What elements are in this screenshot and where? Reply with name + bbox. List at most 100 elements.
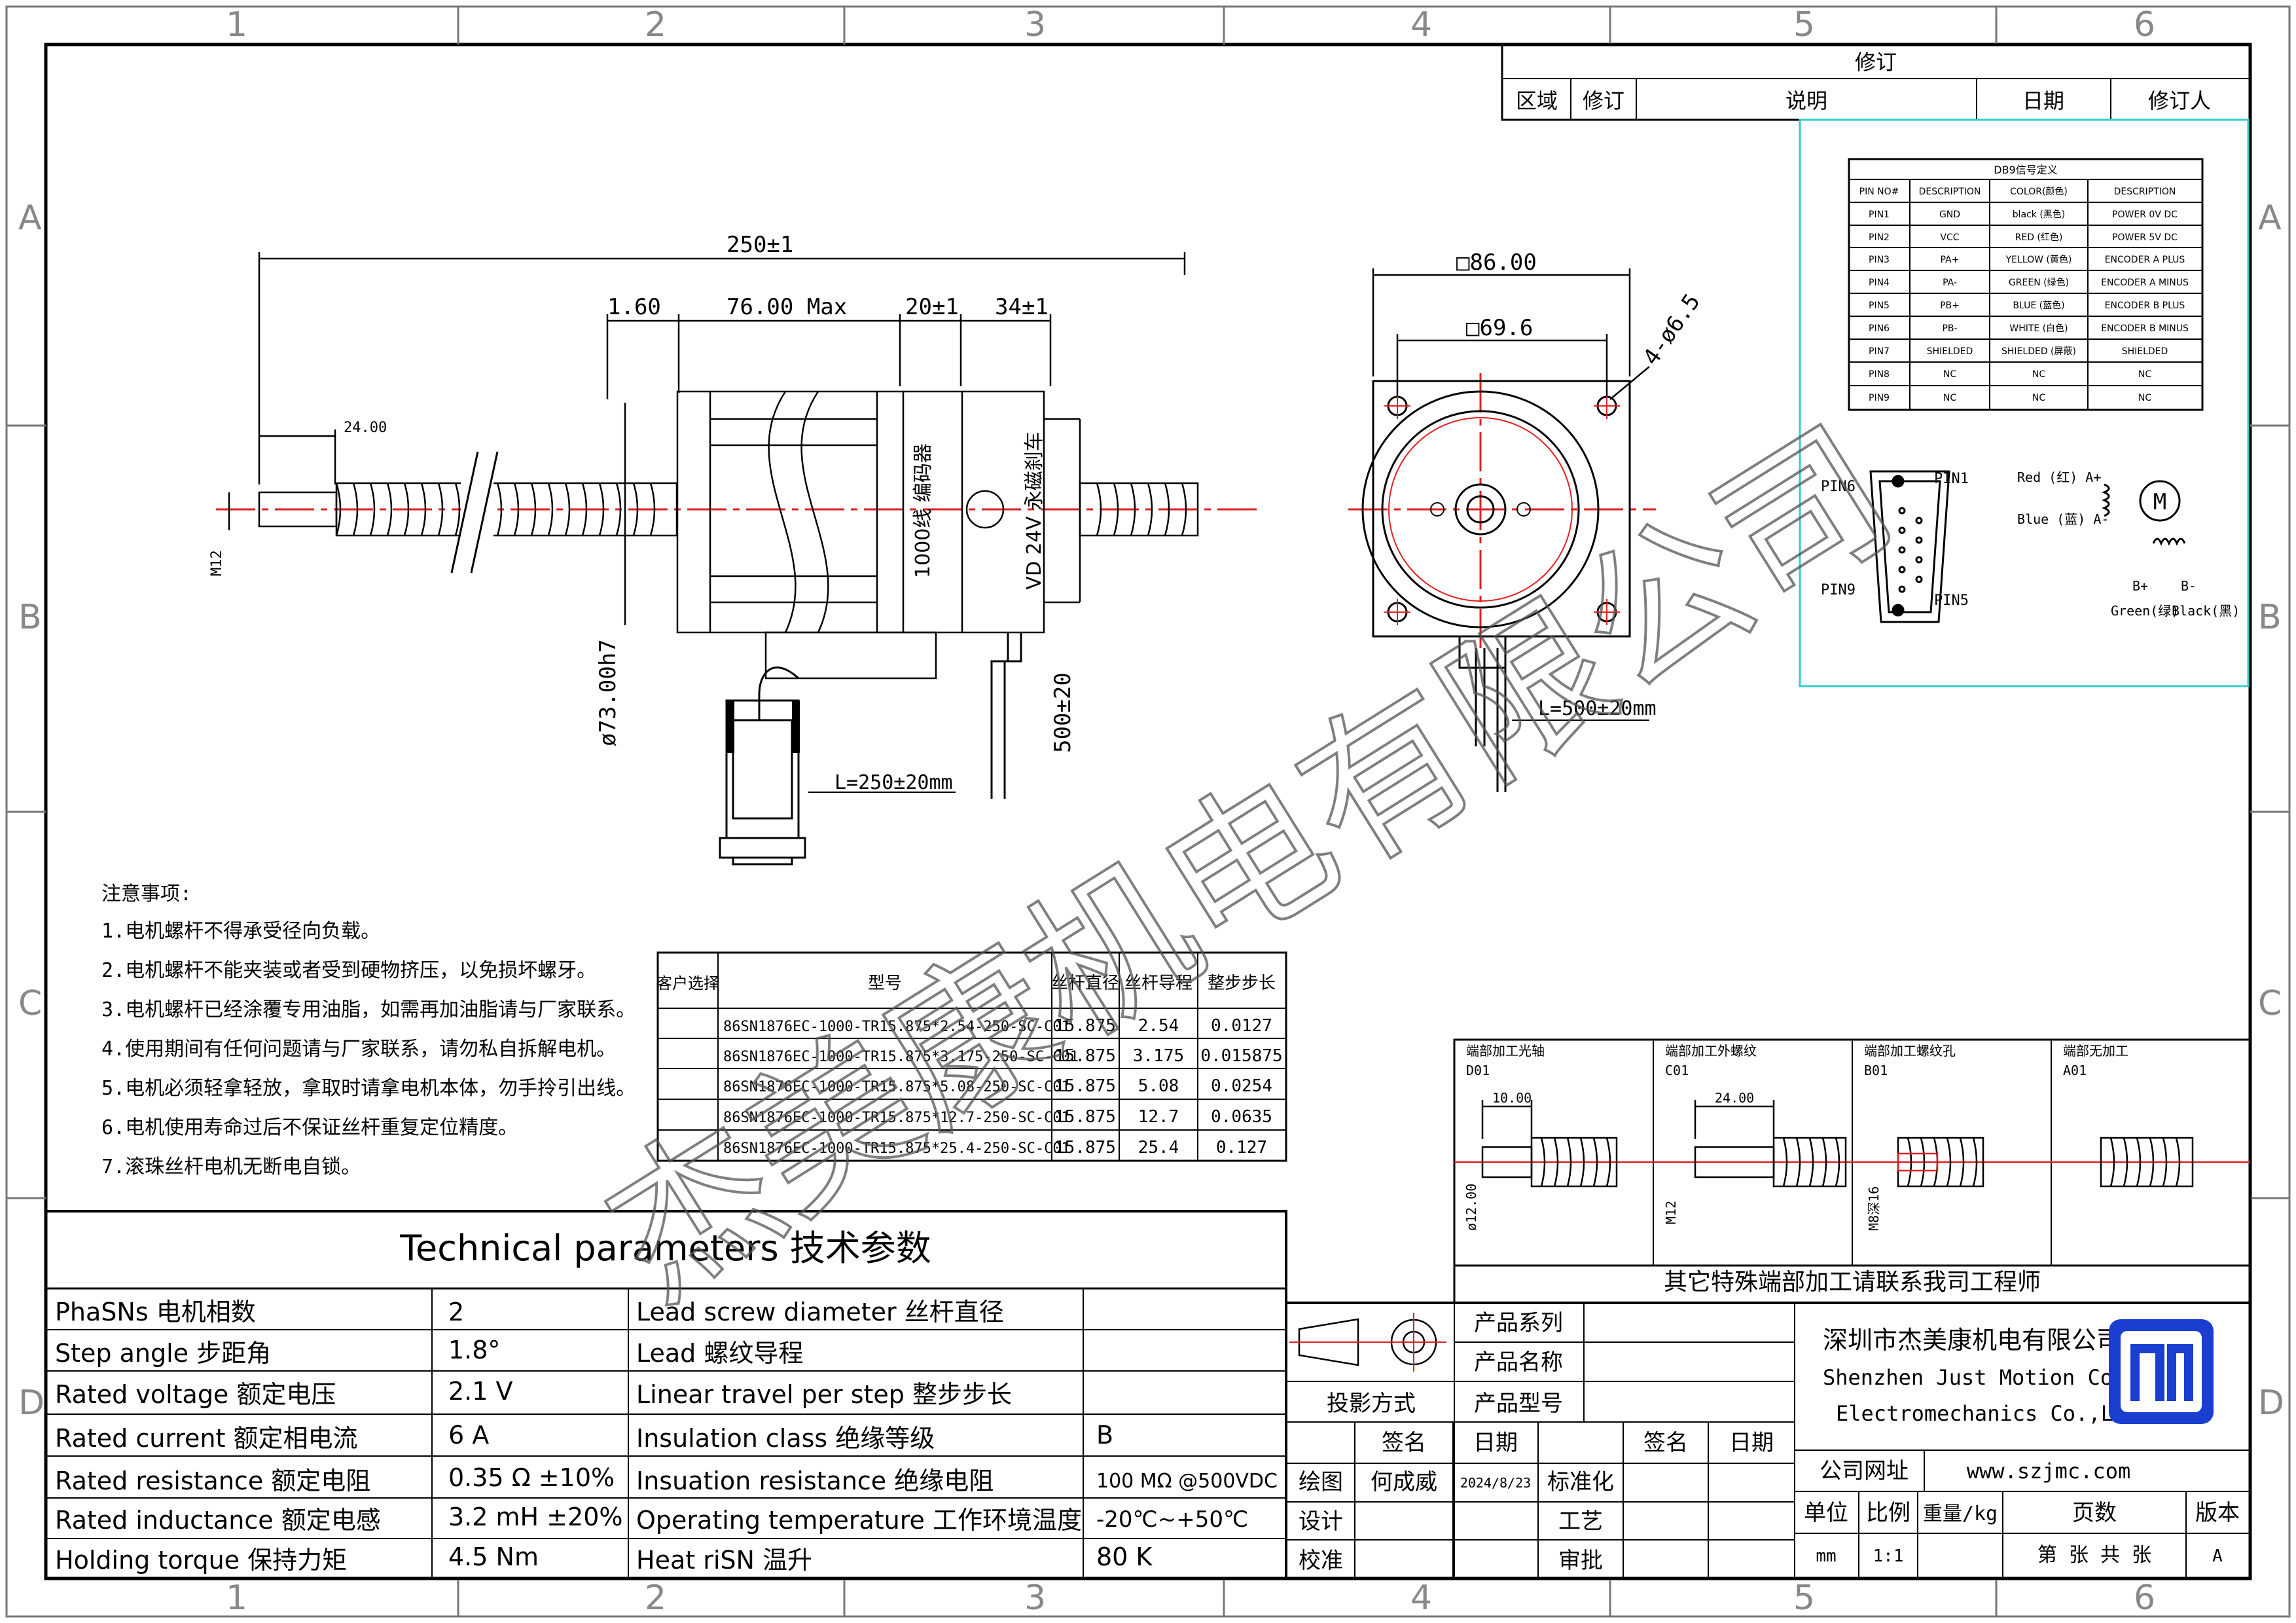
tech-value: 100 MΩ @500VDC bbox=[1096, 1470, 1278, 1493]
db9-cell: POWER 5V DC bbox=[2112, 232, 2178, 243]
tech-param: Lead 螺纹导程 bbox=[636, 1339, 803, 1368]
model-cell: 15.875 bbox=[1054, 1107, 1116, 1127]
model-cell: 15.875 bbox=[1054, 1138, 1116, 1158]
tb-label: 比例 bbox=[1866, 1500, 1910, 1526]
tech-value: 2.1 V bbox=[448, 1377, 513, 1406]
wire-label: Red (红) A+ bbox=[2017, 469, 2101, 485]
model-cell: 2.54 bbox=[1138, 1016, 1179, 1036]
zone-ticks bbox=[7, 7, 2289, 1616]
note-item: 2.电机螺杆不能夹装或者受到硬物挤压，以免损坏螺牙。 bbox=[101, 959, 596, 982]
db9-plug-icon bbox=[719, 699, 806, 866]
model-cell: 15.875 bbox=[1054, 1076, 1116, 1096]
db9-cell: SHIELDED (屏蔽) bbox=[2001, 346, 2076, 357]
db9-cell: PIN7 bbox=[1869, 346, 1890, 357]
model-cell: 0.0127 bbox=[1211, 1016, 1272, 1036]
tech-param: Insuation resistance 绝缘电阻 bbox=[636, 1467, 994, 1495]
col-label: 5 bbox=[1793, 5, 1815, 45]
db9-cell: PA+ bbox=[1941, 255, 1960, 265]
tech-value: 2 bbox=[448, 1298, 464, 1326]
revision-header: 日期 bbox=[2022, 88, 2064, 113]
tb-label: 投影方式 bbox=[1327, 1391, 1416, 1417]
dim-d4: 34±1 bbox=[995, 294, 1049, 320]
tb-label: 校准 bbox=[1299, 1548, 1343, 1574]
motor-icon bbox=[2139, 480, 2181, 522]
tech-param: Step angle 步距角 bbox=[55, 1339, 271, 1368]
company-cn: 深圳市杰美康机电有限公司 bbox=[1823, 1326, 2121, 1355]
tech-param: PhaSNs 电机相数 bbox=[55, 1298, 256, 1326]
db9-cell: ENCODER A MINUS bbox=[2101, 278, 2189, 288]
db9-cell: NC bbox=[2138, 369, 2151, 380]
end-code: D01 bbox=[1466, 1063, 1490, 1078]
tech-title: Technical parameters 技术参数 bbox=[399, 1228, 931, 1269]
end-title: 端部加工螺纹孔 bbox=[1864, 1043, 1956, 1059]
tech-value: 0.35 Ω ±10% bbox=[448, 1463, 615, 1492]
row-label: C bbox=[2258, 984, 2282, 1023]
note-item: 5.电机必须轻拿轻放，拿取时请拿电机本体，勿手拎引出线。 bbox=[101, 1077, 636, 1100]
end-dim: 24.00 bbox=[1715, 1090, 1754, 1106]
row-label: B bbox=[18, 598, 42, 637]
db9-cell: PIN4 bbox=[1869, 278, 1890, 288]
note-item: 7.滚珠丝杆电机无断电自锁。 bbox=[101, 1156, 361, 1178]
note-item: 6.电机使用寿命过后不保证丝杆重复定位精度。 bbox=[101, 1116, 518, 1139]
tb-drawer: 何成威 bbox=[1371, 1469, 1437, 1495]
db9-cell: GREEN (绿色) bbox=[2009, 277, 2069, 288]
tb-scale: 1:1 bbox=[1873, 1546, 1904, 1566]
db9-cell: NC bbox=[2032, 393, 2045, 403]
tech-value: 1.8° bbox=[448, 1336, 500, 1364]
dim-bolt: □69.6 bbox=[1466, 315, 1533, 341]
db9-cell: PB- bbox=[1942, 323, 1957, 334]
model-header: 丝杆直径 bbox=[1051, 974, 1119, 993]
db9-header: DESCRIPTION bbox=[2114, 187, 2176, 197]
row-label: B bbox=[2258, 598, 2282, 637]
dim-holes: 4-ø6.5 bbox=[1638, 289, 1706, 371]
note-item: 3.电机螺杆已经涂覆专用油脂，如需再加油脂请与厂家联系。 bbox=[101, 998, 636, 1021]
tb-label: 日期 bbox=[1473, 1430, 1518, 1456]
model-cell: 0.0635 bbox=[1211, 1107, 1272, 1127]
tb-label: 单位 bbox=[1804, 1500, 1848, 1526]
note-item: 4.使用期间有任何问题请与厂家联系，请勿私自拆解电机。 bbox=[101, 1038, 616, 1061]
tech-value: 6 A bbox=[448, 1421, 489, 1450]
end-title: 端部加工光轴 bbox=[1466, 1043, 1545, 1059]
tech-param: Lead screw diameter 丝杆直径 bbox=[636, 1298, 1004, 1326]
dim-size: □86.00 bbox=[1456, 249, 1537, 276]
end-code: B01 bbox=[1864, 1063, 1888, 1078]
notes-title: 注意事项: bbox=[101, 883, 192, 905]
db9-cell: RED (红色) bbox=[2015, 232, 2063, 243]
end-code: A01 bbox=[2063, 1063, 2087, 1078]
encoder-label: 1000线 编码器 bbox=[912, 443, 935, 578]
col-label: 6 bbox=[2134, 5, 2155, 45]
db9-cell: black (黑色) bbox=[2013, 209, 2066, 220]
db9-cell: PIN3 bbox=[1869, 255, 1890, 265]
db9-header: PIN NO# bbox=[1859, 187, 1899, 197]
db9-panel: DB9信号定义 PIN NO# DESCRIPTION COLOR(颜色) DE… bbox=[1799, 119, 2250, 687]
db9-cell: WHITE (白色) bbox=[2009, 323, 2068, 334]
tb-label: 审批 bbox=[1558, 1548, 1603, 1574]
tb-label: 绘图 bbox=[1299, 1469, 1343, 1495]
model-table: 客户选择 型号 丝杆直径 丝杆导程 整步步长 86SN1876EC-1000-T… bbox=[656, 951, 1287, 1162]
col-label: 6 bbox=[2134, 1578, 2155, 1618]
db9-cell: ENCODER B PLUS bbox=[2105, 301, 2185, 311]
wire-label: Blue (蓝) A- bbox=[2017, 511, 2109, 527]
end-vdim: M8深16 bbox=[1866, 1186, 1882, 1231]
db9-title: DB9信号定义 bbox=[1994, 164, 2057, 176]
end-code: C01 bbox=[1665, 1063, 1689, 1078]
tech-param: Holding torque 保持力矩 bbox=[55, 1546, 347, 1575]
tech-value: 3.2 mH ±20% bbox=[448, 1503, 622, 1531]
model-cell: 0.127 bbox=[1216, 1138, 1267, 1158]
model-cell: 86SN1876EC-1000-TR15.875*25.4-250-SC-C01 bbox=[723, 1140, 1070, 1157]
db9-cell: SHIELDED bbox=[1927, 346, 1973, 357]
col-label: 5 bbox=[1793, 1578, 1815, 1618]
end-title: 端部无加工 bbox=[2063, 1043, 2128, 1059]
side-view: 250±1 1.60 76.00 Max 20±1 34±1 24.00 M12… bbox=[209, 232, 1263, 866]
model-cell: 86SN1876EC-1000-TR15.875*3.175-250-SC-C0… bbox=[723, 1049, 1079, 1065]
tb-unit: mm bbox=[1816, 1546, 1836, 1566]
tb-label: 签名 bbox=[1382, 1430, 1426, 1456]
website: www.szjmc.com bbox=[1967, 1459, 2130, 1484]
model-cell: 15.875 bbox=[1054, 1046, 1116, 1066]
tb-draw-date: 2024/8/23 bbox=[1460, 1475, 1531, 1491]
row-label: D bbox=[2258, 1383, 2284, 1423]
end-vdim: ø12.00 bbox=[1463, 1184, 1479, 1231]
notes: 注意事项: 1.电机螺杆不得承受径向负载。 2.电机螺杆不能夹装或者受到硬物挤压… bbox=[101, 883, 636, 1178]
